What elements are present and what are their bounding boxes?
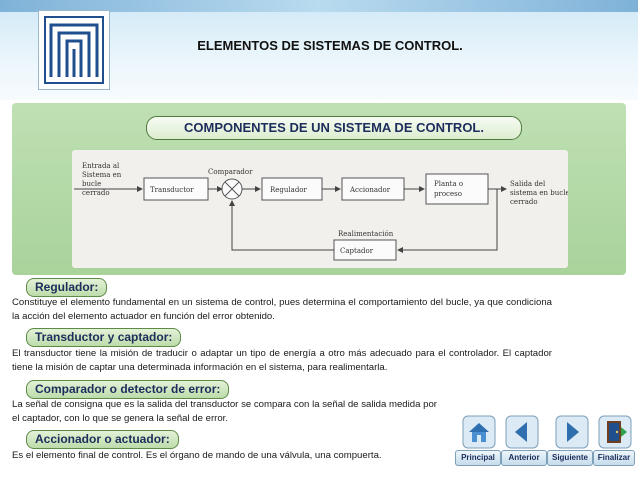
home-icon[interactable] — [462, 415, 496, 449]
output-label-1: Salida del — [510, 180, 546, 188]
header-bar: ELEMENTOS DE SISTEMAS DE CONTROL. — [0, 0, 638, 100]
arrow-left-icon[interactable] — [505, 415, 539, 449]
actuator-label: Accionador — [349, 186, 391, 194]
principal-button[interactable]: Principal — [455, 450, 501, 466]
diagram-input-label-3: bucle — [82, 180, 101, 188]
institution-logo — [38, 10, 110, 90]
plant-label-2: proceso — [434, 190, 462, 198]
transducer-label: Transductor — [150, 186, 194, 194]
plant-label-1: Planta o — [434, 180, 463, 188]
diagram-input-label-4: cerrado — [82, 189, 110, 197]
anterior-button[interactable]: Anterior — [501, 450, 547, 466]
feedback-label: Realimentación — [338, 230, 394, 238]
section-subtitle: COMPONENTES DE UN SISTEMA DE CONTROL. — [146, 116, 522, 140]
text-actuator: Es el elemento final de control. Es el ó… — [12, 450, 382, 461]
comparator-label: Comparador — [208, 168, 253, 176]
diagram-input-label-2: Sistema en — [82, 171, 122, 179]
text-regulator: Constituye el elemento fundamental en un… — [12, 297, 552, 322]
diagram-input-label-1: Entrada al — [82, 162, 120, 170]
heading-transducer: Transductor y captador: — [26, 328, 182, 347]
block-diagram: Entrada al Sistema en bucle cerrado Tran… — [72, 150, 570, 268]
page-title: ELEMENTOS DE SISTEMAS DE CONTROL. — [197, 38, 463, 53]
logo-mark-icon — [44, 16, 104, 84]
heading-regulator: Regulador: — [26, 278, 108, 297]
text-comparator: La señal de consigna que es la salida de… — [12, 399, 437, 424]
exit-door-icon[interactable] — [598, 415, 632, 449]
arrow-right-icon[interactable] — [555, 415, 589, 449]
finalizar-button[interactable]: Finalizar — [593, 450, 635, 466]
siguiente-button[interactable]: Siguiente — [547, 450, 593, 466]
heading-actuator: Accionador o actuador: — [26, 430, 179, 449]
sensor-label: Captador — [340, 247, 374, 255]
output-label-2: sistema en bucle — [510, 189, 568, 197]
regulator-label: Regulador — [270, 186, 308, 194]
header-stripe — [0, 0, 638, 12]
plant-block — [425, 173, 489, 205]
text-transducer: El transductor tiene la misión de traduc… — [12, 348, 552, 373]
heading-comparator: Comparador o detector de error: — [26, 380, 230, 399]
output-label-3: cerrado — [510, 198, 538, 206]
